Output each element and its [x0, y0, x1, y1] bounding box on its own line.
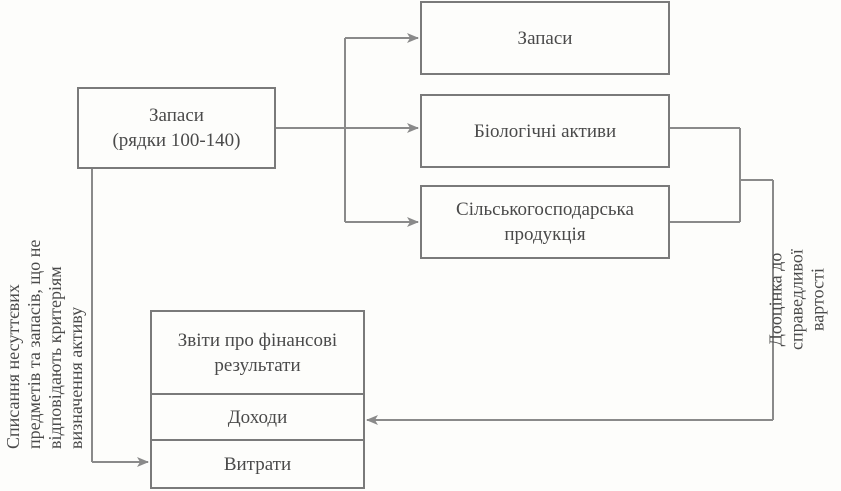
- report-title-cell: Звіти про фінансові результати: [152, 312, 363, 395]
- target-inventory-label: Запаси: [517, 27, 573, 49]
- bio-assets-box: Біологічні активи: [420, 94, 670, 168]
- source-title: Запаси: [149, 105, 204, 126]
- expenses-label: Витрати: [223, 453, 292, 475]
- expenses-cell: Витрати: [152, 441, 363, 487]
- write-off-label: Списання несуттєвих предметів та запасів…: [3, 169, 87, 449]
- revaluation-line3: вартості: [807, 268, 828, 331]
- revaluation-label: Дооцінка до справедливої вартості: [766, 210, 829, 390]
- bio-assets-label: Біологічні активи: [473, 120, 617, 142]
- report-title-line2: результати: [214, 354, 301, 376]
- agri-produce-line2: продукція: [504, 224, 586, 245]
- source-rows: (рядки 100-140): [112, 130, 241, 151]
- target-inventory-box: Запаси: [420, 1, 670, 75]
- write-off-line4: визначення активу: [66, 306, 86, 449]
- write-off-line2: предметів та запасів, що не: [24, 239, 44, 449]
- agri-produce-box: Сільськогосподарська продукція: [420, 185, 670, 259]
- report-title-line1: Звіти про фінансові: [177, 329, 338, 351]
- income-label: Доходи: [227, 406, 288, 428]
- revaluation-line2: справедливої: [786, 249, 807, 350]
- income-cell: Доходи: [152, 395, 363, 441]
- financial-results-report: Звіти про фінансові результати Доходи Ви…: [150, 310, 365, 489]
- revaluation-line1: Дооцінка до: [765, 252, 786, 347]
- write-off-line3: відповідають критеріям: [45, 266, 65, 449]
- write-off-line1: Списання несуттєвих: [3, 284, 23, 449]
- agri-produce-line1: Сільськогосподарська: [456, 199, 634, 220]
- source-inventory-box: Запаси (рядки 100-140): [77, 87, 276, 169]
